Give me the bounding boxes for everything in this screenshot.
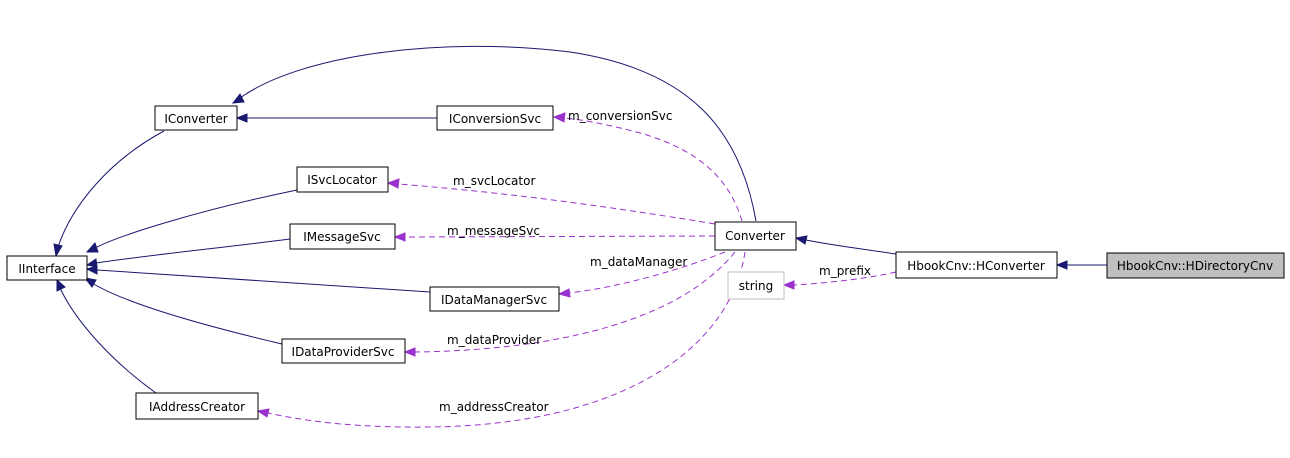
edge-converter-to-idataprovidersvc xyxy=(414,251,736,353)
arrowhead-iinterface-from-idatamanagersvc xyxy=(85,265,98,275)
node-idataprovidersvc[interactable]: IDataProviderSvc xyxy=(281,338,406,364)
arrowhead-iconverter-from-converter xyxy=(231,93,245,104)
edge-iconverter-to-iinterface xyxy=(57,130,165,248)
node-label-idatamanagersvc: IDataManagerSvc xyxy=(441,293,547,307)
arrowhead-isvclocator xyxy=(386,178,400,189)
node-converter[interactable]: Converter xyxy=(714,221,797,251)
edge-converter-to-iaddresscreator xyxy=(267,251,746,428)
node-label-iaddresscreator: IAddressCreator xyxy=(149,400,245,414)
node-label-hconverter: HbookCnv::HConverter xyxy=(907,259,1045,273)
node-string[interactable]: string xyxy=(727,271,785,300)
arrowhead-iinterface-from-iconverter xyxy=(53,243,63,258)
edge-label-m-conversionsvc: m_conversionSvc xyxy=(568,109,673,123)
arrowhead-iaddresscreator xyxy=(256,408,270,418)
edge-label-m-svclocator: m_svcLocator xyxy=(453,174,535,188)
edge-label-m-prefix: m_prefix xyxy=(819,264,871,278)
arrowhead-iconversionsvc xyxy=(552,112,566,123)
edge-converter-to-iconversionsvc xyxy=(563,117,743,222)
arrowhead-idatamanagersvc xyxy=(557,288,571,298)
node-iconverter[interactable]: IConverter xyxy=(154,105,238,131)
node-label-iconversionsvc: IConversionSvc xyxy=(449,112,541,126)
arrowhead-iinterface-from-imessagesvc xyxy=(85,258,98,268)
arrowhead-idataprovidersvc xyxy=(403,347,416,357)
node-label-converter: Converter xyxy=(725,229,785,243)
edge-label-m-messagesvc: m_messageSvc xyxy=(447,224,540,238)
node-label-isvclocator: ISvcLocator xyxy=(307,173,377,187)
node-label-idataprovidersvc: IDataProviderSvc xyxy=(292,345,395,359)
node-iconversionsvc[interactable]: IConversionSvc xyxy=(436,105,554,131)
edge-labels: m_conversionSvc m_svcLocator m_messageSv… xyxy=(439,109,871,414)
node-label-string: string xyxy=(739,279,773,293)
edge-hconverter-to-converter xyxy=(805,239,897,255)
edge-label-m-addresscreator: m_addressCreator xyxy=(439,400,549,414)
node-label-iinterface: IInterface xyxy=(18,262,75,276)
edge-imessagesvc-to-iinterface xyxy=(95,238,291,264)
node-iinterface[interactable]: IInterface xyxy=(6,255,88,281)
node-hdirectorycnv[interactable]: HbookCnv::HDirectoryCnv xyxy=(1106,252,1285,279)
node-iaddresscreator[interactable]: IAddressCreator xyxy=(135,392,259,420)
node-imessagesvc[interactable]: IMessageSvc xyxy=(289,223,396,250)
node-idatamanagersvc[interactable]: IDataManagerSvc xyxy=(429,286,560,312)
edge-label-m-datamanager: m_dataManager xyxy=(590,255,687,269)
node-label-imessagesvc: IMessageSvc xyxy=(303,230,380,244)
arrowhead-imessagesvc xyxy=(393,232,406,242)
node-label-hdirectorycnv: HbookCnv::HDirectoryCnv xyxy=(1117,259,1273,273)
node-isvclocator[interactable]: ISvcLocator xyxy=(296,166,389,193)
arrowhead-iconverter-from-iconversionsvc xyxy=(235,113,248,123)
inheritance-edges xyxy=(53,45,1107,394)
edge-isvclocator-to-iinterface xyxy=(94,189,298,249)
edge-converter-to-idatamanagersvc xyxy=(568,251,726,294)
usage-edges xyxy=(256,112,897,428)
edge-idataprovidersvc-to-iinterface xyxy=(91,282,283,345)
node-hconverter[interactable]: HbookCnv::HConverter xyxy=(895,251,1058,279)
edge-hconverter-to-string xyxy=(793,271,897,286)
arrowhead-string xyxy=(782,280,795,290)
edge-iaddresscreator-to-iinterface xyxy=(59,287,157,394)
node-label-iconverter: IConverter xyxy=(164,112,227,126)
arrowhead-iinterface-from-isvclocator xyxy=(85,242,99,253)
arrowhead-hconverter-from-hdirectorycnv xyxy=(1055,260,1068,270)
edge-converter-to-isvclocator xyxy=(397,183,716,225)
edge-label-m-dataprovider: m_dataProvider xyxy=(447,333,541,347)
arrowhead-iinterface-from-idataprovidersvc xyxy=(83,277,97,288)
edge-converter-to-imessagesvc xyxy=(404,235,716,238)
edge-converter-to-iconverter xyxy=(239,45,757,222)
arrowhead-iinterface-from-iaddresscreator xyxy=(56,278,66,292)
arrowhead-converter-from-hconverter xyxy=(794,235,808,245)
edge-idatamanagersvc-to-iinterface xyxy=(96,269,431,293)
